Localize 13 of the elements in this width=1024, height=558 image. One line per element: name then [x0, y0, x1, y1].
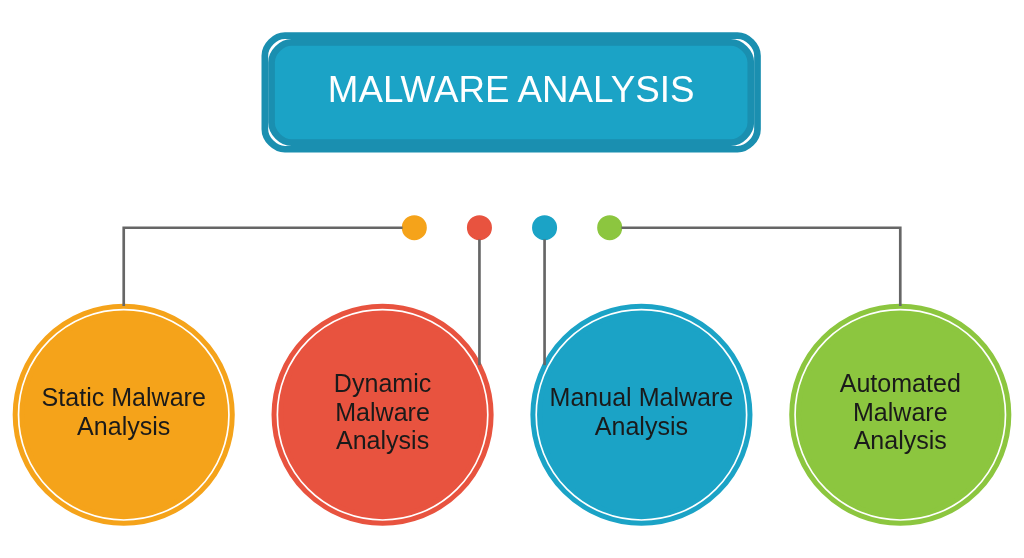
node-circle	[401, 214, 427, 240]
node-circle	[597, 214, 623, 240]
node-circle: Automated Malware Analysis	[789, 303, 1012, 526]
connector	[478, 238, 481, 365]
node-circle: Dynamic Malware Analysis	[271, 303, 494, 526]
node-circle	[532, 214, 558, 240]
connector	[621, 225, 902, 306]
node-box: MALWARE ANALYSIS	[261, 31, 761, 153]
node-circle	[466, 214, 492, 240]
connector	[122, 225, 403, 306]
connector	[543, 238, 546, 365]
node-circle: Manual Malware Analysis	[530, 303, 753, 526]
node-circle: Static Malware Analysis	[12, 303, 235, 526]
